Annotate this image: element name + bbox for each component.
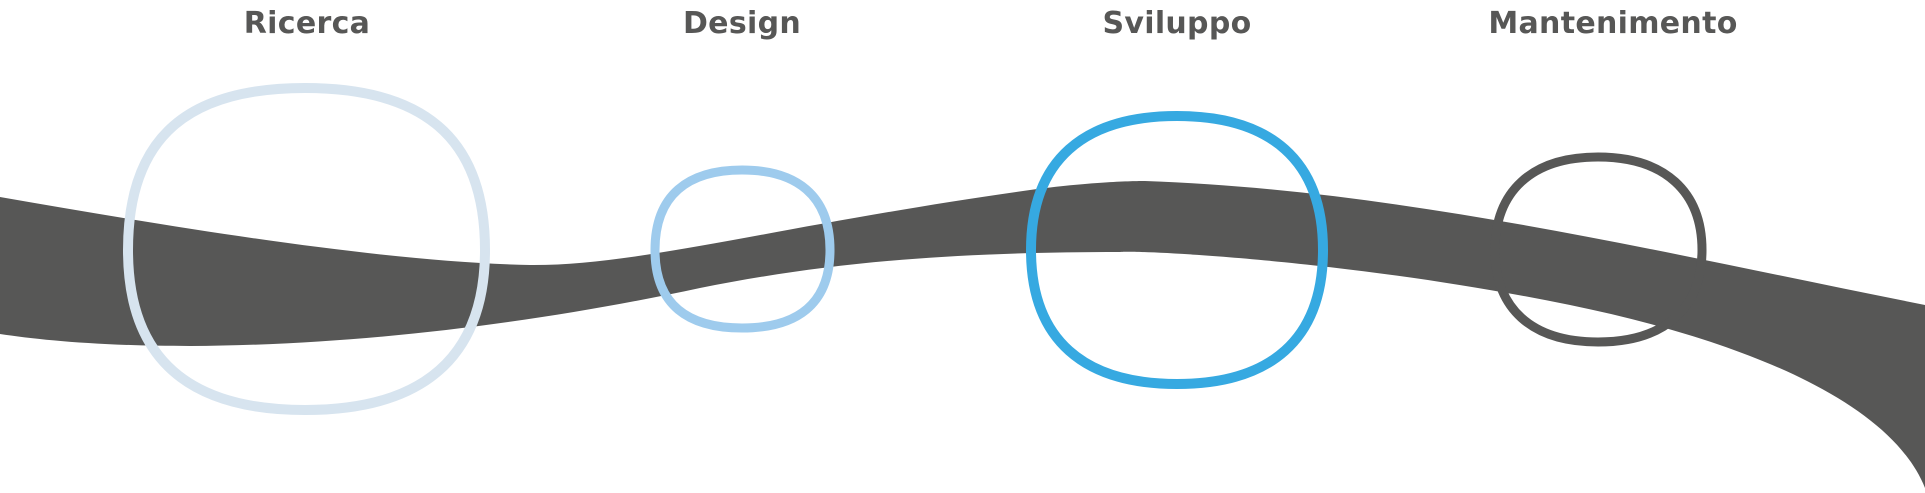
ring-design bbox=[650, 165, 835, 333]
phase-label-sviluppo: Sviluppo bbox=[1102, 6, 1252, 41]
ring-ricerca bbox=[122, 82, 491, 416]
ring-sviluppo bbox=[1025, 110, 1329, 390]
phase-label-mantenimento: Mantenimento bbox=[1488, 6, 1738, 41]
ring-mantenimento bbox=[1490, 152, 1707, 347]
phase-label-design: Design bbox=[682, 6, 802, 41]
process-band bbox=[0, 181, 1925, 488]
phase-label-ricerca: Ricerca bbox=[243, 6, 371, 41]
